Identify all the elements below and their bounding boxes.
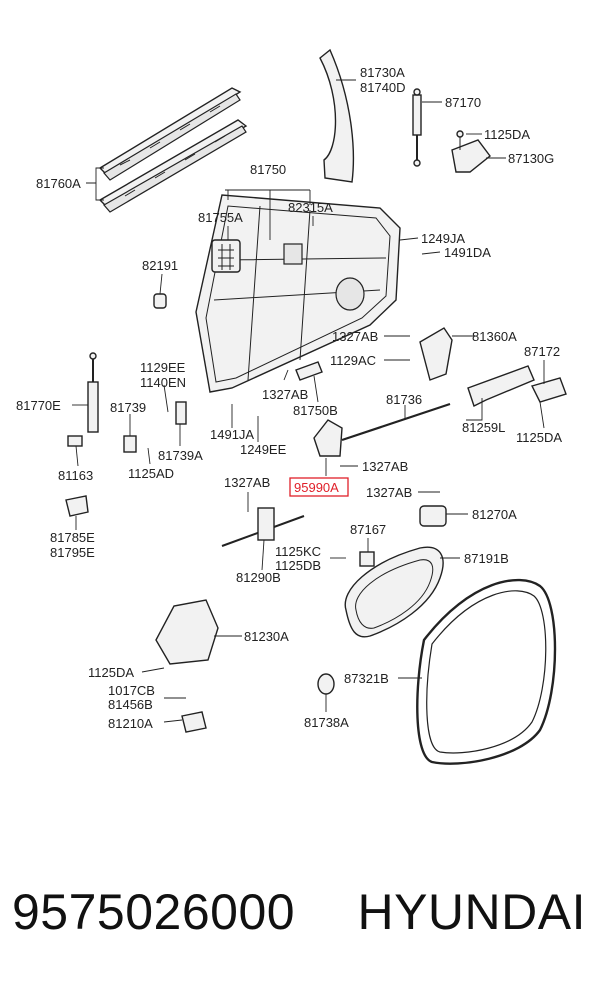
rod-81736-drawing [341,402,451,442]
callout-81163: 81163 [58,468,93,483]
handle-81750b-drawing [295,361,323,381]
callout-1140EN: 1140EN [140,375,186,390]
callout-81290B: 81290B [236,570,281,585]
gas-lifter-81770e-drawing [87,352,99,433]
callout-1017CB: 1017CB [108,683,155,698]
callout-81755A: 81755A [198,210,243,225]
callout-81770E: 81770E [16,398,61,413]
callout-1249JA: 1249JA [421,231,465,246]
leader-lines [72,79,545,723]
grille-81755a-drawing [211,239,241,273]
pillar-trim-drawing [319,48,355,183]
latch-81360a-drawing [419,327,453,381]
callout-1125KC: 1125KC [275,544,321,559]
striker-81210a-drawing [181,711,207,733]
callout-1125DA: 1125DA [484,127,530,142]
callout-1491JA: 1491JA [210,427,254,442]
bracket-81259l-drawing [467,365,535,407]
callout-labels: 81730A 81740D 87170 1125DA 87130G 81760A… [16,65,562,731]
callout-87321B: 87321B [344,671,389,686]
callout-87172: 87172 [524,344,560,359]
latch-95990a-drawing [313,419,343,457]
callout-82315A: 82315A [288,200,333,215]
callout-81739A: 81739A [158,448,203,463]
callout-81740D: 81740D [360,80,406,95]
callout-81230A: 81230A [244,629,289,644]
callout-81760A: 81760A [36,176,81,191]
callout-81730A: 81730A [360,65,405,80]
callout-87130G: 87130G [508,151,554,166]
bumper-81738a-drawing [317,673,335,695]
bracket-87172-drawing [530,377,567,403]
highlight-box [289,477,349,497]
callout-81360A: 81360A [472,329,517,344]
callout-81270A: 81270A [472,507,517,522]
callout-81750: 81750 [250,162,286,177]
gas-strut-drawing [412,88,422,167]
part-number: 9575026000 [12,884,296,940]
lock-81230a-drawing [155,599,219,665]
callout-81750B: 81750B [293,403,338,418]
clip-87167-drawing [359,551,375,567]
rod-81290b-drawing [221,507,305,547]
callout-87167: 87167 [350,522,386,537]
callout-1249EE: 1249EE [240,442,287,457]
glass-seal-87191b-drawing [344,546,444,638]
brand-name: HYUNDAI [357,884,586,940]
callout-1327AB: 1327AB [366,485,412,500]
callout-81795E: 81795E [50,545,95,560]
bracket-87130g-drawing [451,139,491,173]
callout-1327AB: 1327AB [224,475,270,490]
roof-rail-drawing [98,87,248,213]
callout-81785E: 81785E [50,530,95,545]
footer: 9575026000 HYUNDAI [0,872,600,952]
part-drawings [65,48,567,765]
highlighted-part-label[interactable]: 95990A [294,480,339,495]
bolt-81163-drawing [67,435,83,447]
callout-1327AB: 1327AB [262,387,308,402]
callout-87191B: 87191B [464,551,509,566]
callout-1129EE: 1129EE [140,360,186,375]
weatherstrip-87321b-drawing [416,578,557,765]
callout-81210A: 81210A [108,716,153,731]
hinge-81739-drawing [123,435,137,453]
actuator-81270a-drawing [419,505,447,527]
callout-87170: 87170 [445,95,481,110]
callout-81456B: 81456B [108,697,153,712]
hinge-81739a-drawing [175,401,187,425]
callout-81738A: 81738A [304,715,349,730]
callout-81736: 81736 [386,392,422,407]
callout-1125DA: 1125DA [516,430,562,445]
callout-1491DA: 1491DA [444,245,491,260]
callout-82191: 82191 [142,258,178,273]
callout-1327AB: 1327AB [332,329,378,344]
callout-81739: 81739 [110,400,146,415]
plug-82191-drawing [153,293,167,309]
tailgate-trim-panel-drawing [195,194,401,393]
callout-1327AB: 1327AB [362,459,408,474]
callout-1125DB: 1125DB [275,558,321,573]
bracket-81785e-drawing [65,495,89,517]
callout-1129AC: 1129AC [330,353,376,368]
callout-1125DA: 1125DA [88,665,134,680]
callout-1125AD: 1125AD [128,466,174,481]
callout-81259L: 81259L [462,420,505,435]
